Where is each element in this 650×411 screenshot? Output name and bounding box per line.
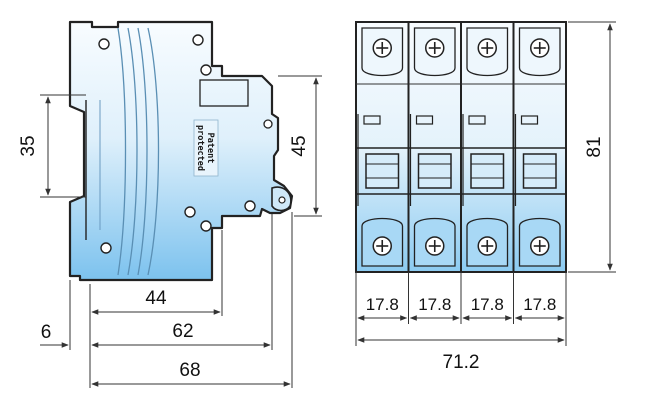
indicator-slot xyxy=(468,115,486,125)
side-dimensions xyxy=(40,75,322,388)
screw-hole xyxy=(200,64,212,76)
dim-label-68: 68 xyxy=(179,360,200,381)
side-view: Patent protected xyxy=(68,20,294,282)
screw-hole xyxy=(98,38,110,50)
toggle-handle xyxy=(522,153,557,189)
screw-hole xyxy=(184,206,196,218)
front-view xyxy=(355,21,567,273)
dim-label-6: 6 xyxy=(41,322,52,343)
pole-width-label: 17.8 xyxy=(523,295,556,314)
pole-2 xyxy=(407,21,462,273)
dim-label-45: 45 xyxy=(289,135,310,156)
dim-label-71-2: 71.2 xyxy=(443,352,480,373)
screw-hole xyxy=(263,119,273,129)
dim-label-44: 44 xyxy=(145,288,167,309)
toggle-handle xyxy=(365,153,400,189)
dim-label-62: 62 xyxy=(172,321,193,342)
indicator-slot xyxy=(415,115,434,125)
pole-3 xyxy=(460,21,515,273)
toggle-pivot xyxy=(278,196,286,204)
dim-label-35: 35 xyxy=(18,135,39,156)
dim-label-81: 81 xyxy=(584,136,605,157)
patent-label: Patent protected xyxy=(193,119,219,177)
toggle-handle xyxy=(470,153,505,189)
screw-hole xyxy=(100,242,112,254)
toggle-handle xyxy=(417,153,452,189)
pole-width-label: 17.8 xyxy=(418,295,451,314)
side-window xyxy=(199,79,249,107)
side-contour-line xyxy=(137,27,148,276)
side-body-outline xyxy=(68,20,294,282)
screw-hole xyxy=(200,220,212,232)
patent-text-line2: protected xyxy=(195,125,205,171)
pole-1 xyxy=(355,21,410,273)
patent-text-line1: Patent xyxy=(205,133,215,164)
indicator-slot xyxy=(520,115,539,125)
pole-width-labels: 17.8 17.8 17.8 17.8 xyxy=(357,272,567,324)
pole-4 xyxy=(512,21,567,273)
side-contour-line xyxy=(127,27,138,276)
pole-width-label: 17.8 xyxy=(471,295,504,314)
side-contour-line xyxy=(147,27,160,276)
indicator-slot xyxy=(363,115,381,125)
screw-hole xyxy=(244,200,256,212)
pole-width-label: 17.8 xyxy=(366,295,399,314)
side-contour-line xyxy=(117,27,127,276)
screw-hole xyxy=(192,34,204,46)
